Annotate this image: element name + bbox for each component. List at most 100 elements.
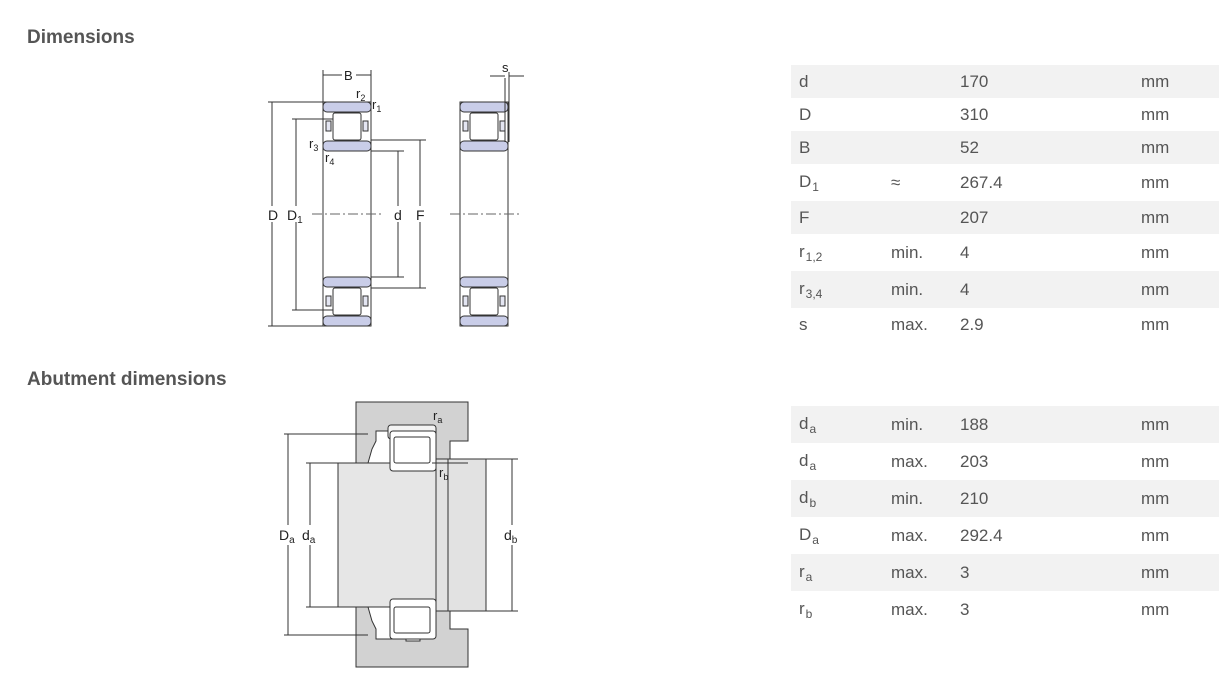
value-cell: 2.9 bbox=[960, 314, 984, 334]
symbol-cell: B bbox=[791, 131, 891, 164]
label-r2: r2 bbox=[356, 86, 365, 103]
unit-cell: mm bbox=[1141, 480, 1219, 517]
unit-cell: mm bbox=[1141, 525, 1170, 545]
symbol-text: d bbox=[799, 487, 809, 507]
qualifier-cell: max. bbox=[891, 599, 928, 619]
label-ra: ra bbox=[433, 408, 442, 425]
unit-cell: mm bbox=[1141, 271, 1219, 308]
unit-cell: mm bbox=[1141, 242, 1170, 262]
abutment-heading: Abutment dimensions bbox=[27, 369, 227, 390]
symbol-subscript: 3,4 bbox=[805, 286, 823, 301]
symbol-cell: D bbox=[791, 98, 891, 131]
symbol-subscript: a bbox=[812, 532, 819, 547]
qualifier-cell: max. bbox=[891, 554, 960, 591]
value-cell: 203 bbox=[960, 451, 989, 471]
qualifier-cell bbox=[891, 65, 960, 98]
unit-cell: mm bbox=[1141, 65, 1219, 98]
symbol-cell: D1 bbox=[791, 164, 891, 201]
symbol-subscript: a bbox=[809, 458, 817, 473]
qualifier-cell: min. bbox=[891, 406, 960, 443]
label-s: s bbox=[502, 60, 509, 75]
symbol-cell: s bbox=[791, 308, 891, 341]
value-cell: 310 bbox=[960, 104, 989, 124]
symbol-cell: ra bbox=[791, 554, 891, 591]
symbol-text: r bbox=[799, 598, 805, 618]
symbol-text: s bbox=[799, 314, 808, 334]
symbol-cell: d bbox=[791, 65, 891, 98]
symbol-cell: Da bbox=[791, 517, 891, 554]
symbol-subscript: b bbox=[805, 606, 813, 621]
qualifier-cell: max. bbox=[891, 525, 928, 545]
value-cell: 267.4 bbox=[960, 172, 1003, 192]
label-da: da bbox=[302, 527, 316, 546]
value-cell: 4 bbox=[960, 271, 1141, 308]
label-d: d bbox=[394, 207, 402, 223]
unit-cell: mm bbox=[1141, 104, 1170, 124]
symbol-cell: da bbox=[791, 443, 891, 480]
symbol-subscript: b bbox=[809, 495, 817, 510]
value-cell: 292.4 bbox=[960, 525, 1003, 545]
unit-cell: mm bbox=[1141, 172, 1170, 192]
symbol-text: d bbox=[799, 71, 809, 91]
qualifier-cell bbox=[891, 131, 960, 164]
value-cell: 207 bbox=[960, 201, 1141, 234]
symbol-text: r bbox=[799, 241, 805, 261]
symbol-subscript: a bbox=[805, 569, 813, 584]
bearing-dimensions-drawing: B s r2 r1 r3 r4 D D1 d F bbox=[262, 58, 532, 332]
qualifier-cell bbox=[891, 98, 960, 131]
label-Da: Da bbox=[279, 527, 295, 546]
symbol-text: r bbox=[799, 561, 805, 581]
value-cell: 170 bbox=[960, 65, 1141, 98]
qualifier-cell: ≈ bbox=[891, 172, 901, 192]
qualifier-cell: min. bbox=[891, 242, 924, 262]
symbol-cell: db bbox=[791, 480, 891, 517]
symbol-text: d bbox=[799, 450, 809, 470]
unit-cell: mm bbox=[1141, 314, 1170, 334]
table-row: s max. 2.9 mm bbox=[791, 308, 1219, 341]
table-row: r1,2 min. 4 mm bbox=[791, 234, 1219, 271]
dimensions-heading: Dimensions bbox=[27, 27, 135, 48]
qualifier-cell: max. bbox=[891, 451, 928, 471]
label-r1: r1 bbox=[372, 97, 381, 114]
unit-cell: mm bbox=[1141, 599, 1170, 619]
symbol-subscript: 1,2 bbox=[805, 249, 823, 264]
qualifier-cell: max. bbox=[891, 314, 928, 334]
label-D1: D1 bbox=[287, 207, 303, 226]
label-db: db bbox=[504, 527, 518, 546]
qualifier-cell: min. bbox=[891, 271, 960, 308]
value-cell: 52 bbox=[960, 131, 1141, 164]
unit-cell: mm bbox=[1141, 406, 1219, 443]
symbol-cell: rb bbox=[791, 591, 891, 628]
symbol-text: D bbox=[799, 524, 812, 544]
label-r4: r4 bbox=[325, 150, 334, 167]
unit-cell: mm bbox=[1141, 201, 1219, 234]
symbol-text: D bbox=[799, 104, 812, 124]
qualifier-cell bbox=[891, 201, 960, 234]
symbol-cell: da bbox=[791, 406, 891, 443]
value-cell: 210 bbox=[960, 480, 1141, 517]
symbol-cell: F bbox=[791, 201, 891, 234]
label-B: B bbox=[344, 68, 353, 83]
unit-cell: mm bbox=[1141, 451, 1170, 471]
label-F: F bbox=[416, 207, 425, 223]
symbol-subscript: a bbox=[809, 421, 817, 436]
qualifier-cell: min. bbox=[891, 480, 960, 517]
symbol-cell: r3,4 bbox=[791, 271, 891, 308]
symbol-text: d bbox=[799, 413, 809, 433]
unit-cell: mm bbox=[1141, 554, 1219, 591]
symbol-text: F bbox=[799, 207, 810, 227]
value-cell: 4 bbox=[960, 242, 970, 262]
symbol-text: D bbox=[799, 171, 812, 191]
